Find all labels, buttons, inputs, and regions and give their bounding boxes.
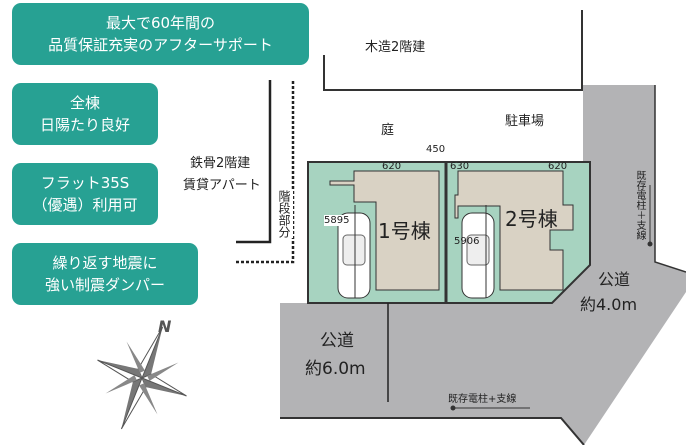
badge-damper: 繰り返す地震に強い制震ダンパー — [12, 243, 198, 305]
dim-5895: 5895 — [324, 215, 350, 226]
dim-5906: 5906 — [454, 236, 480, 247]
neighbor-wood-house — [323, 10, 583, 91]
label-steel-2: 賃貸アパート — [183, 178, 261, 193]
badge-text: 最大で60年間の — [105, 14, 216, 32]
badge-text: 品質保証充実のアフターサポート — [48, 36, 273, 54]
label-road-east-width: 約4.0m — [580, 295, 638, 314]
badge-text: 繰り返す地震に — [52, 254, 158, 272]
label-steel-1: 鉄骨2階建 — [190, 156, 251, 171]
badge-text: （優遇）利用可 — [32, 196, 138, 214]
road-edge — [280, 417, 585, 445]
badge-after-support: 最大で60年間の品質保証充実のアフターサポート — [12, 3, 309, 65]
house-1 — [329, 170, 440, 291]
house-2 — [454, 170, 574, 291]
label-parking: 駐車場 — [505, 114, 545, 129]
dim-620b: 620 — [548, 161, 568, 172]
pole-icon — [647, 241, 653, 247]
stair-outline — [236, 80, 295, 264]
dim-620a: 620 — [382, 161, 402, 172]
badge-text: フラット35S — [40, 174, 130, 192]
pole-icon — [450, 405, 456, 411]
car-1 — [337, 212, 371, 299]
neighbor-apartment — [236, 80, 272, 244]
car-2 — [461, 212, 495, 299]
label-wood-house: 木造2階建 — [365, 40, 426, 55]
road-edge — [654, 85, 686, 273]
label-road-south-width: 約6.0m — [305, 359, 366, 379]
label-road-south: 公道 — [320, 331, 354, 351]
badge-text: 日陽たり良好 — [39, 116, 130, 134]
dim-450: 450 — [426, 144, 446, 155]
compass-icon — [97, 326, 187, 430]
label-stairs: 階段部分 — [276, 190, 293, 238]
label-house-2: 2号棟 — [505, 207, 558, 231]
badge-text: 全棟 — [69, 94, 100, 112]
badge-sunlight: 全棟日陽たり良好 — [12, 83, 158, 145]
dim-630: 630 — [450, 161, 470, 172]
label-garden: 庭 — [381, 123, 395, 138]
label-pole-east: 既存電柱＋支線 — [634, 170, 645, 240]
label-road-east: 公道 — [598, 270, 631, 289]
badge-text: 強い制震ダンパー — [44, 276, 165, 294]
label-pole-south: 既存電柱+支線 — [448, 394, 517, 405]
badge-flat35s: フラット35S （優遇）利用可 — [12, 163, 158, 225]
label-house-1: 1号棟 — [378, 219, 431, 243]
compass-north-label: N — [158, 317, 172, 336]
